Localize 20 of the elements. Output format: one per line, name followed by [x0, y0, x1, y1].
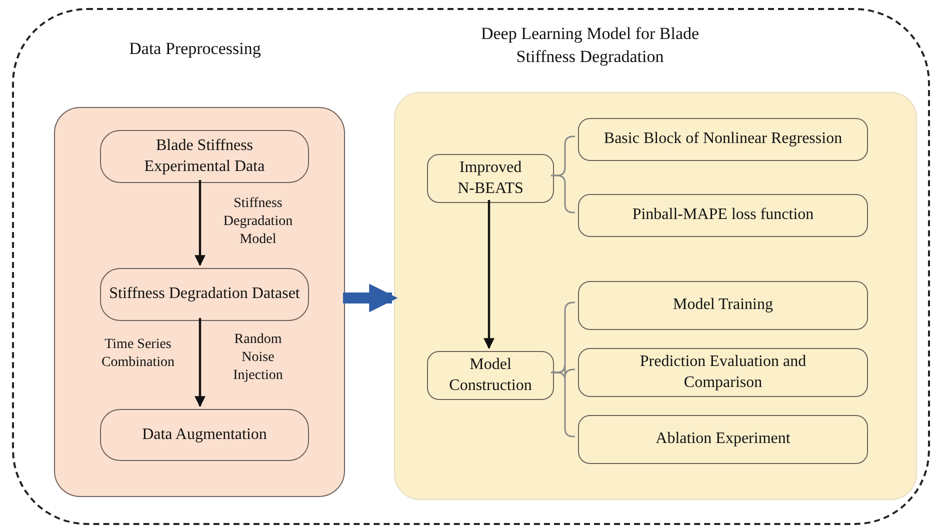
- process-box: Model Construction: [427, 351, 554, 400]
- dashed-frame: [12, 8, 930, 525]
- process-box: Prediction Evaluation and Comparison: [578, 348, 868, 397]
- process-box: Blade Stiffness Experimental Data: [100, 130, 309, 183]
- step-note: Random Noise Injection: [232, 331, 284, 386]
- edge-label: Time Series Combination: [100, 336, 176, 372]
- process-box: Basic Block of Nonlinear Regression: [578, 118, 868, 161]
- process-box: Pinball-MAPE loss function: [578, 194, 868, 237]
- arrow: [484, 200, 494, 350]
- section-heading: Data Preprocessing: [128, 38, 262, 60]
- section-heading: Deep Learning Model for Blade Stiffness Degradation: [480, 23, 700, 68]
- arrow: [343, 284, 398, 312]
- process-box: Improved N-BEATS: [427, 154, 554, 203]
- process-box: Stiffness Degradation Dataset: [100, 268, 309, 321]
- process-box: Ablation Experiment: [578, 415, 868, 464]
- process-box: Data Augmentation: [100, 409, 309, 461]
- arrow: [194, 180, 206, 266]
- arrow: [194, 318, 206, 408]
- process-box: Model Training: [578, 281, 868, 330]
- edge-label: Stiffness Degradation Model: [222, 195, 294, 250]
